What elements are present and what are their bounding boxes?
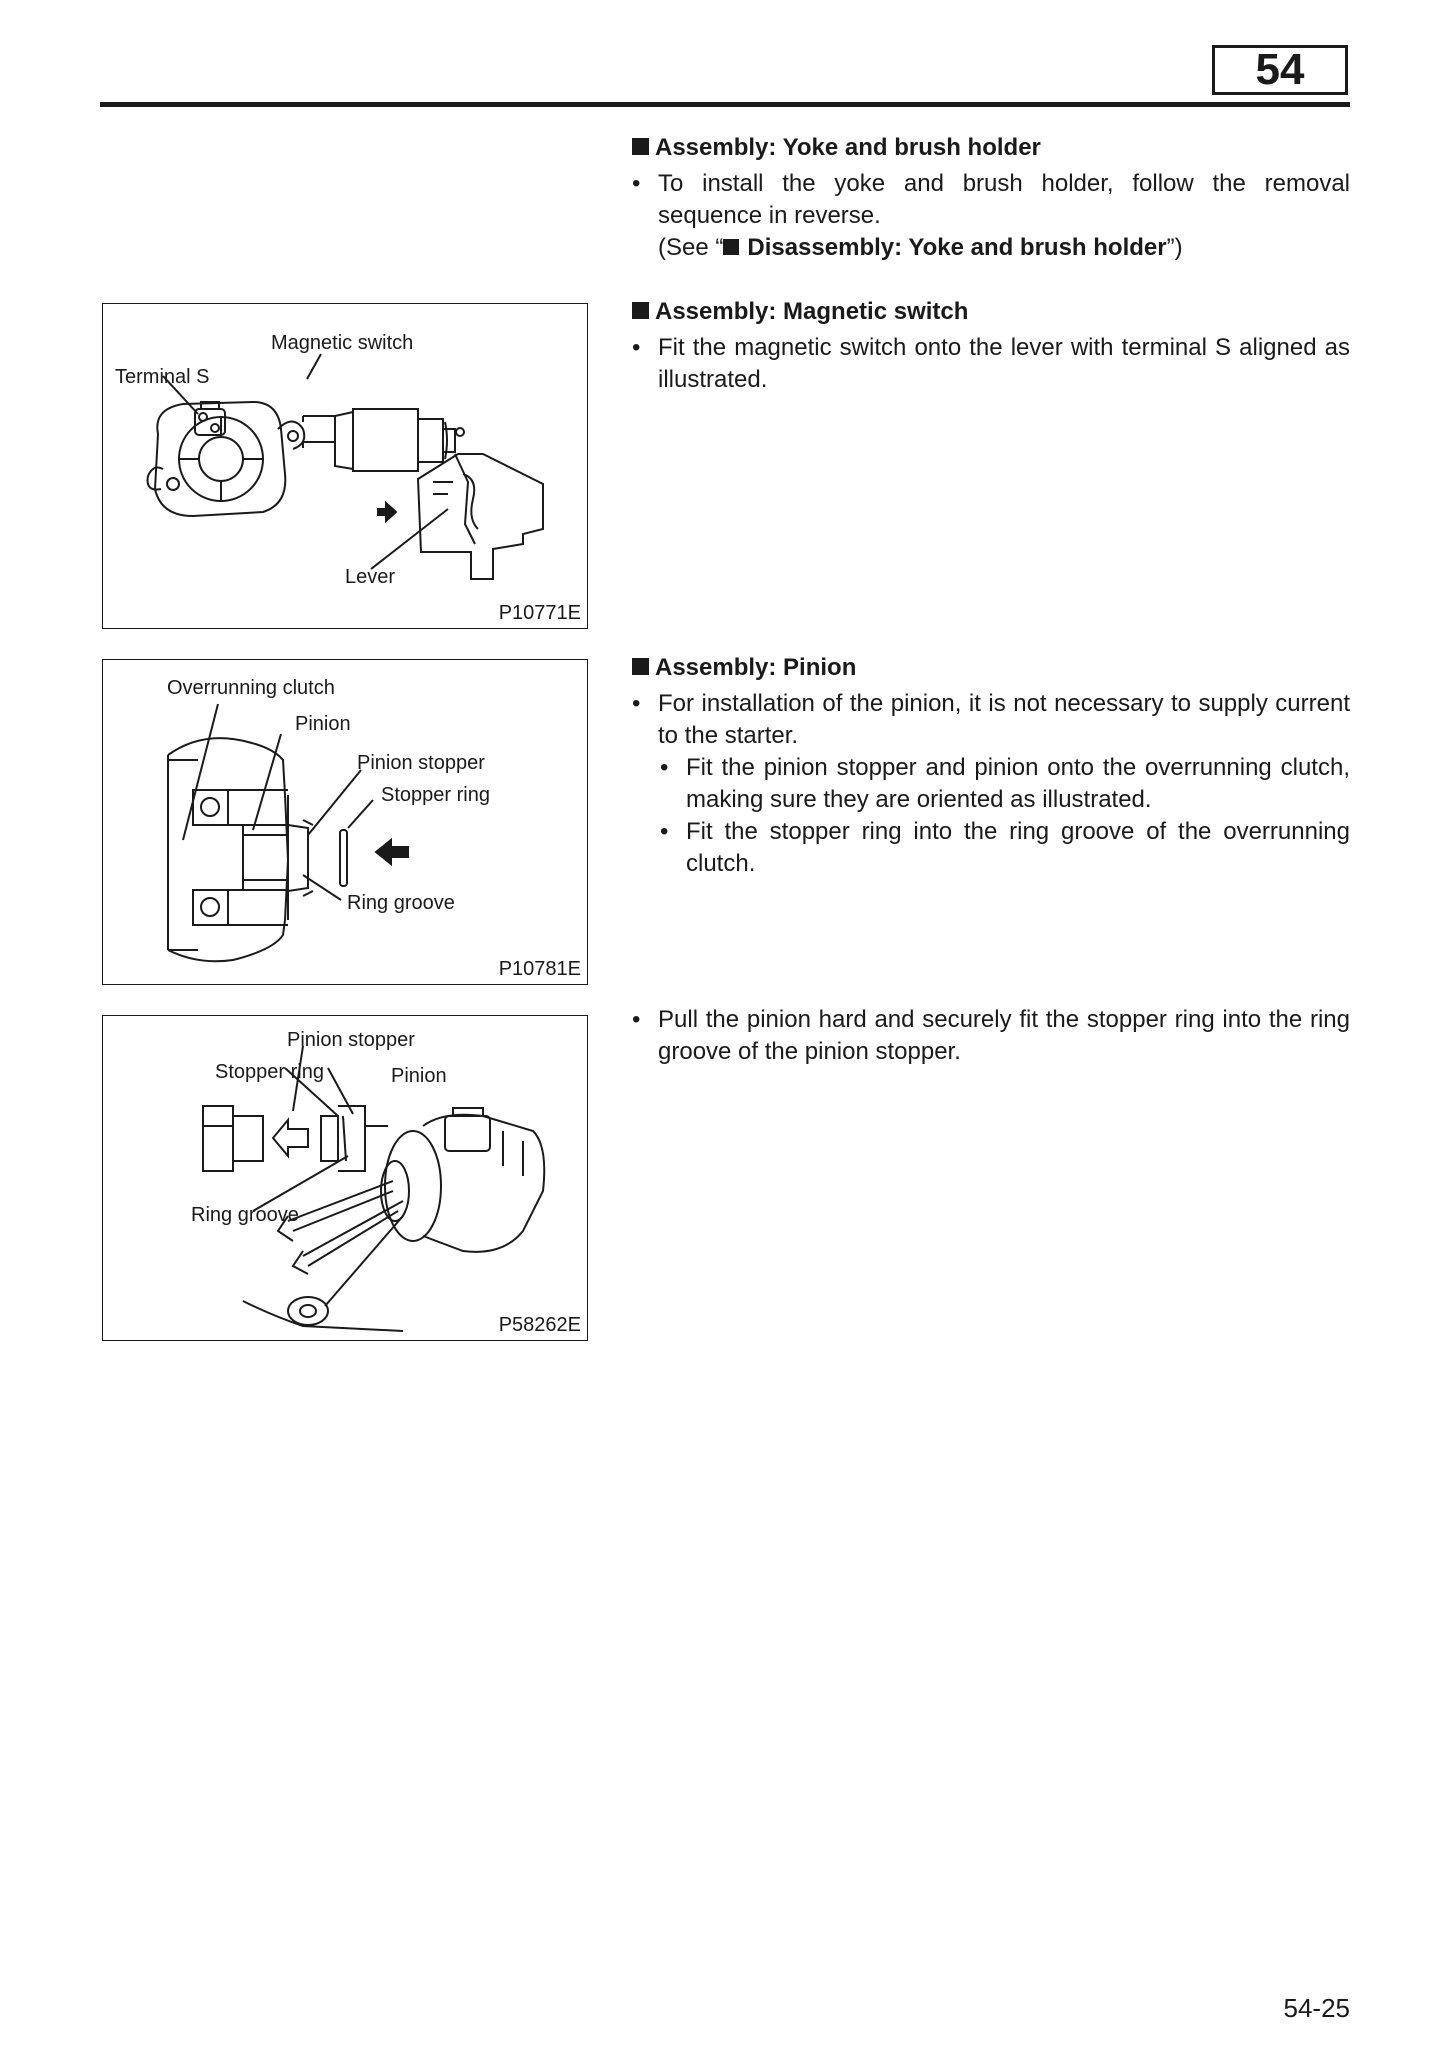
section-pinion: Assembly: Pinion • For installation of t…: [632, 652, 1350, 880]
label-lever: Lever: [345, 566, 396, 588]
chapter-number: 54: [1255, 45, 1305, 94]
section-magnetic-switch: Assembly: Magnetic switch • Fit the magn…: [632, 296, 1350, 396]
square-bullet-icon: [632, 138, 649, 155]
bullet-icon: •: [660, 754, 669, 781]
figure-pinion-assembly: Overrunning clutch Pinion Pinion stopper…: [102, 659, 588, 985]
bullet-item: • To install the yoke and brush holder, …: [632, 170, 1350, 229]
bullet-item: • For installation of the pinion, it is …: [632, 690, 1350, 749]
label-stopper-ring: Stopper ring: [381, 784, 490, 806]
cross-reference: (See “Disassembly: Yoke and brush holder…: [658, 234, 1183, 261]
section-pull-pinion: • Pull the pinion hard and securely fit …: [632, 1004, 1350, 1068]
label-pinion-stopper: Pinion stopper: [357, 752, 485, 774]
bullet-icon: •: [632, 1006, 641, 1033]
figure-magnetic-switch: Magnetic switch Terminal S Lever P10771E: [102, 303, 588, 629]
figure-pull-pinion: Pinion stopper Stopper ring Pinion Ring …: [102, 1015, 588, 1341]
figure-code: P58262E: [498, 1314, 581, 1336]
label-magnetic-switch: Magnetic switch: [271, 332, 414, 354]
label-overrunning-clutch: Overrunning clutch: [167, 677, 335, 699]
square-bullet-icon: [632, 302, 649, 319]
bullet-item: • Pull the pinion hard and securely fit …: [632, 1006, 1350, 1065]
section-title: Assembly: Yoke and brush holder: [632, 132, 1350, 164]
label-stopper-ring: Stopper ring: [215, 1061, 324, 1083]
figure-code: P10781E: [498, 958, 581, 980]
bullet-icon: •: [660, 818, 669, 845]
square-bullet-icon: [723, 239, 740, 255]
pinion-assembly-illustration: [167, 703, 409, 963]
label-terminal-s: Terminal S: [115, 366, 210, 388]
pull-pinion-illustration: [202, 1045, 546, 1332]
magnetic-switch-illustration: [146, 353, 544, 580]
section-title: Assembly: Pinion: [632, 652, 1350, 684]
sub-bullet-item: • Fit the stopper ring into the ring gro…: [660, 818, 1350, 877]
bullet-item: • Fit the magnetic switch onto the lever…: [632, 334, 1350, 393]
section-title: Assembly: Magnetic switch: [632, 296, 1350, 328]
sub-bullet-item: • Fit the pinion stopper and pinion onto…: [660, 754, 1350, 813]
label-pinion: Pinion: [391, 1065, 447, 1087]
section-yoke-brush-holder: Assembly: Yoke and brush holder • To ins…: [632, 132, 1350, 264]
label-ring-groove: Ring groove: [191, 1204, 299, 1226]
cross-reference-link[interactable]: Disassembly: Yoke and brush holder: [747, 234, 1167, 261]
bullet-icon: •: [632, 690, 641, 717]
figure-code: P10771E: [498, 602, 581, 624]
label-pinion-stopper: Pinion stopper: [287, 1029, 415, 1051]
header-rule: [100, 102, 1350, 107]
bullet-icon: •: [632, 334, 641, 361]
label-ring-groove: Ring groove: [347, 892, 455, 914]
square-bullet-icon: [632, 658, 649, 675]
bullet-icon: •: [632, 170, 641, 197]
chapter-number-box: 54: [1212, 45, 1348, 95]
label-pinion: Pinion: [295, 713, 351, 735]
page-number: 54-25: [1283, 1993, 1351, 2023]
